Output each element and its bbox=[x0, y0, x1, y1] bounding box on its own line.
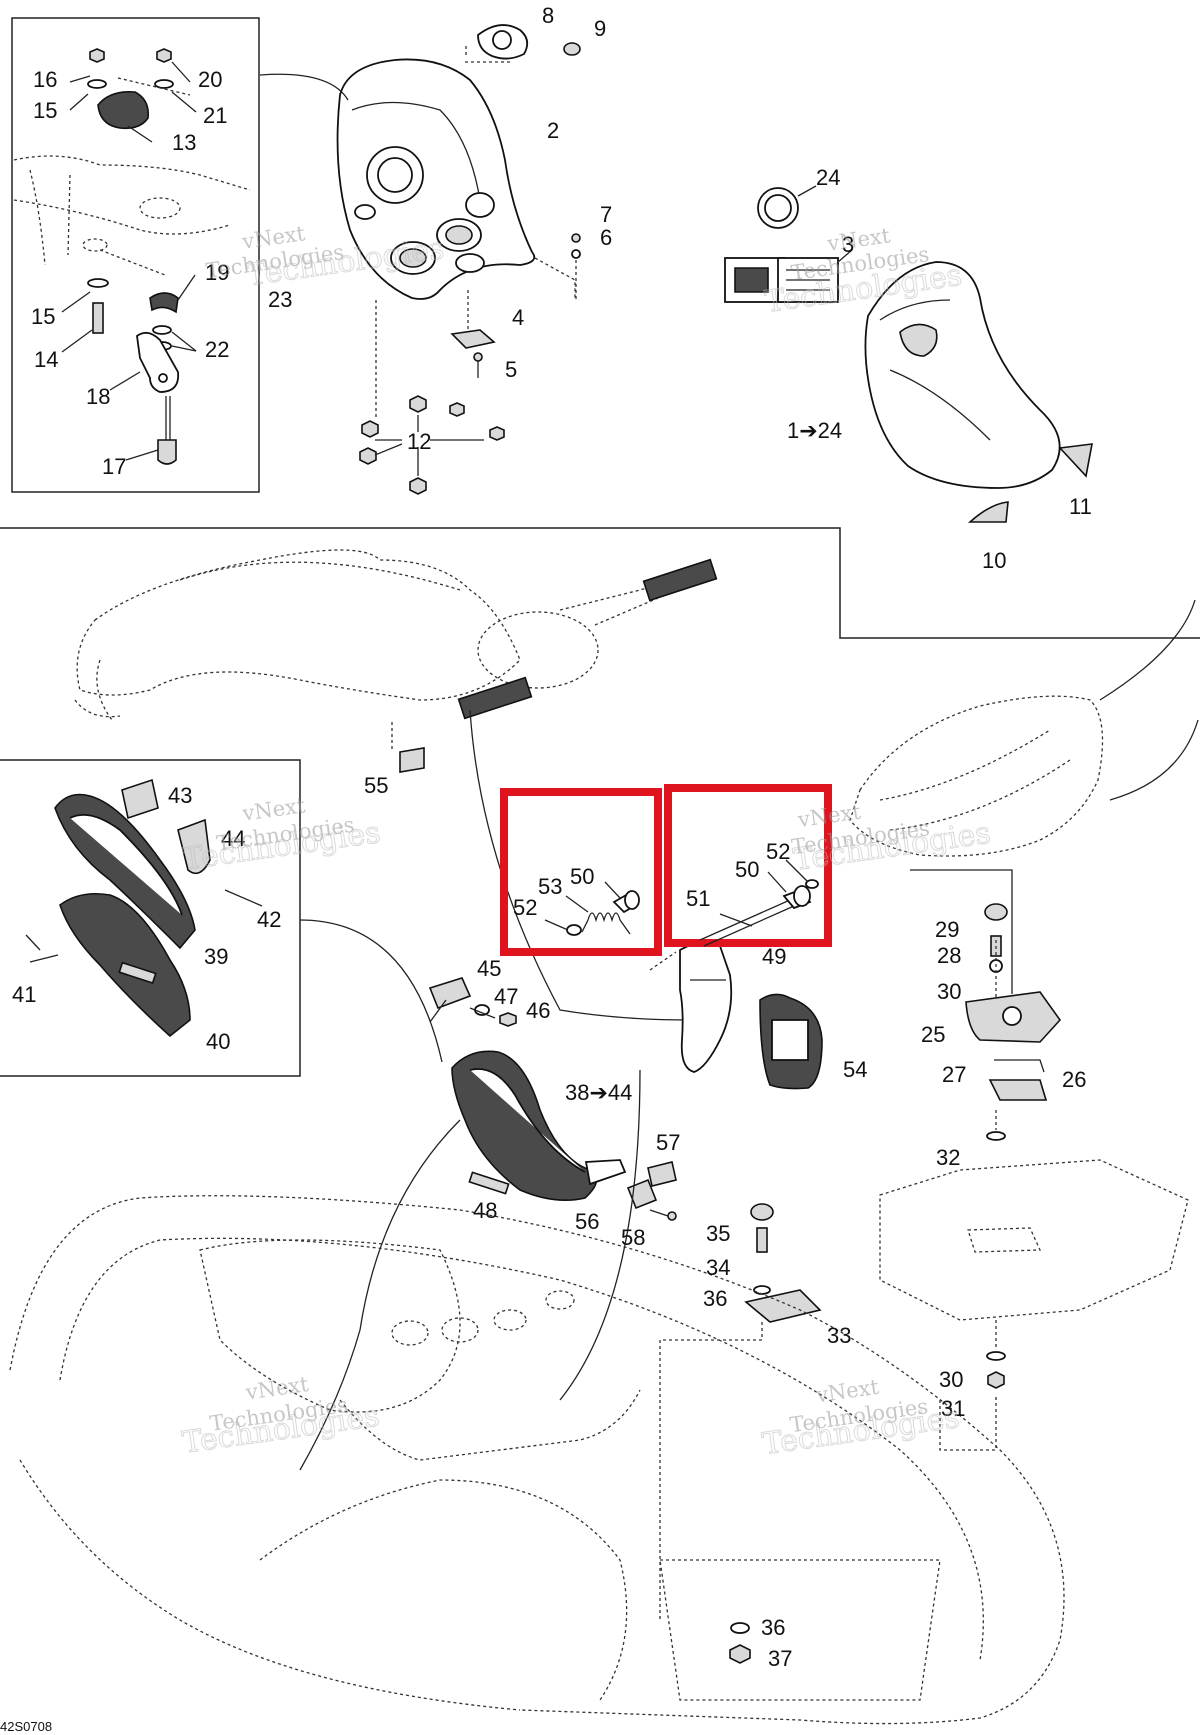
knee-pad-inset bbox=[25, 778, 263, 1038]
callout-14: 14 bbox=[34, 347, 58, 372]
callout-21: 21 bbox=[203, 103, 227, 128]
callout-36-top: 36 bbox=[703, 1286, 727, 1311]
figure-reference: 42S0708 bbox=[0, 1719, 52, 1734]
callout-35: 35 bbox=[706, 1221, 730, 1246]
callout-29: 29 bbox=[935, 917, 959, 942]
callout-4: 4 bbox=[512, 305, 524, 330]
callout-48: 48 bbox=[473, 1198, 497, 1223]
callout-28: 28 bbox=[937, 943, 961, 968]
callout-7: 7 bbox=[600, 202, 612, 227]
callout-57: 57 bbox=[656, 1130, 680, 1155]
callout-17: 17 bbox=[102, 454, 126, 479]
callout-50-right: 50 bbox=[735, 857, 759, 882]
callout-30-top: 30 bbox=[937, 979, 961, 1004]
callout-40: 40 bbox=[206, 1029, 230, 1054]
callout-16: 16 bbox=[33, 67, 57, 92]
callout-30-bottom: 30 bbox=[939, 1367, 963, 1392]
callout-36-bottom: 36 bbox=[761, 1615, 785, 1640]
gauge-inset-parts bbox=[13, 48, 251, 465]
padded-cover-assembly bbox=[724, 185, 1093, 523]
callout-58: 58 bbox=[621, 1225, 645, 1250]
callout-38-44: 38➔44 bbox=[565, 1080, 632, 1105]
highlight-box-left bbox=[500, 788, 662, 956]
inset-frames bbox=[0, 17, 1200, 1077]
callout-15-top: 15 bbox=[33, 98, 57, 123]
callout-22: 22 bbox=[205, 337, 229, 362]
callout-42: 42 bbox=[257, 907, 281, 932]
callout-5: 5 bbox=[505, 357, 517, 382]
callout-8: 8 bbox=[542, 3, 554, 28]
callout-6: 6 bbox=[600, 225, 612, 250]
callout-49: 49 bbox=[762, 944, 786, 969]
callout-23: 23 bbox=[268, 287, 292, 312]
callout-50-left: 50 bbox=[570, 864, 594, 889]
callout-11: 11 bbox=[1069, 494, 1092, 519]
callout-33: 33 bbox=[827, 1323, 851, 1348]
callout-54: 54 bbox=[843, 1057, 867, 1082]
callout-2: 2 bbox=[547, 118, 559, 143]
callout-1-24: 1➔24 bbox=[787, 418, 842, 443]
callout-26: 26 bbox=[1062, 1067, 1086, 1092]
callout-13: 13 bbox=[172, 130, 196, 155]
nut-group-12 bbox=[359, 395, 505, 495]
callout-51: 51 bbox=[686, 886, 710, 911]
hull-outline bbox=[9, 1195, 1065, 1725]
highlight-boxes bbox=[500, 784, 832, 956]
callout-41: 41 bbox=[12, 982, 36, 1007]
callout-3: 3 bbox=[842, 232, 854, 257]
callout-19: 19 bbox=[205, 260, 229, 285]
callout-24: 24 bbox=[816, 165, 840, 190]
callout-34: 34 bbox=[706, 1255, 730, 1280]
highlight-box-right bbox=[664, 784, 832, 947]
callout-18: 18 bbox=[86, 384, 110, 409]
callout-labels: 8 9 2 7 6 4 5 12 16 20 15 21 13 19 23 15… bbox=[12, 3, 1092, 1671]
callout-46: 46 bbox=[526, 998, 550, 1023]
callout-47: 47 bbox=[494, 984, 518, 1009]
callout-44: 44 bbox=[221, 826, 245, 851]
handlebar-assembly bbox=[74, 549, 718, 1021]
callout-52-left: 52 bbox=[513, 895, 537, 920]
callout-32: 32 bbox=[936, 1145, 960, 1170]
callout-27: 27 bbox=[942, 1062, 966, 1087]
callout-45: 45 bbox=[477, 956, 501, 981]
callout-9: 9 bbox=[594, 16, 606, 41]
callout-52-right: 52 bbox=[766, 839, 790, 864]
callout-39: 39 bbox=[204, 944, 228, 969]
callout-31: 31 bbox=[941, 1396, 965, 1421]
highlighted-parts bbox=[544, 859, 819, 947]
callout-12: 12 bbox=[407, 429, 431, 454]
callout-37: 37 bbox=[768, 1646, 792, 1671]
callout-15-bottom: 15 bbox=[31, 304, 55, 329]
seat-and-mounting bbox=[659, 599, 1199, 1664]
callout-10: 10 bbox=[982, 548, 1006, 573]
callout-20: 20 bbox=[198, 67, 222, 92]
callout-25: 25 bbox=[921, 1022, 945, 1047]
callout-53: 53 bbox=[538, 874, 562, 899]
callout-56: 56 bbox=[575, 1209, 599, 1234]
callout-55: 55 bbox=[364, 773, 388, 798]
pivot-and-lower-parts bbox=[299, 919, 823, 1471]
steering-cover-assembly bbox=[259, 24, 581, 495]
callout-43: 43 bbox=[168, 783, 192, 808]
